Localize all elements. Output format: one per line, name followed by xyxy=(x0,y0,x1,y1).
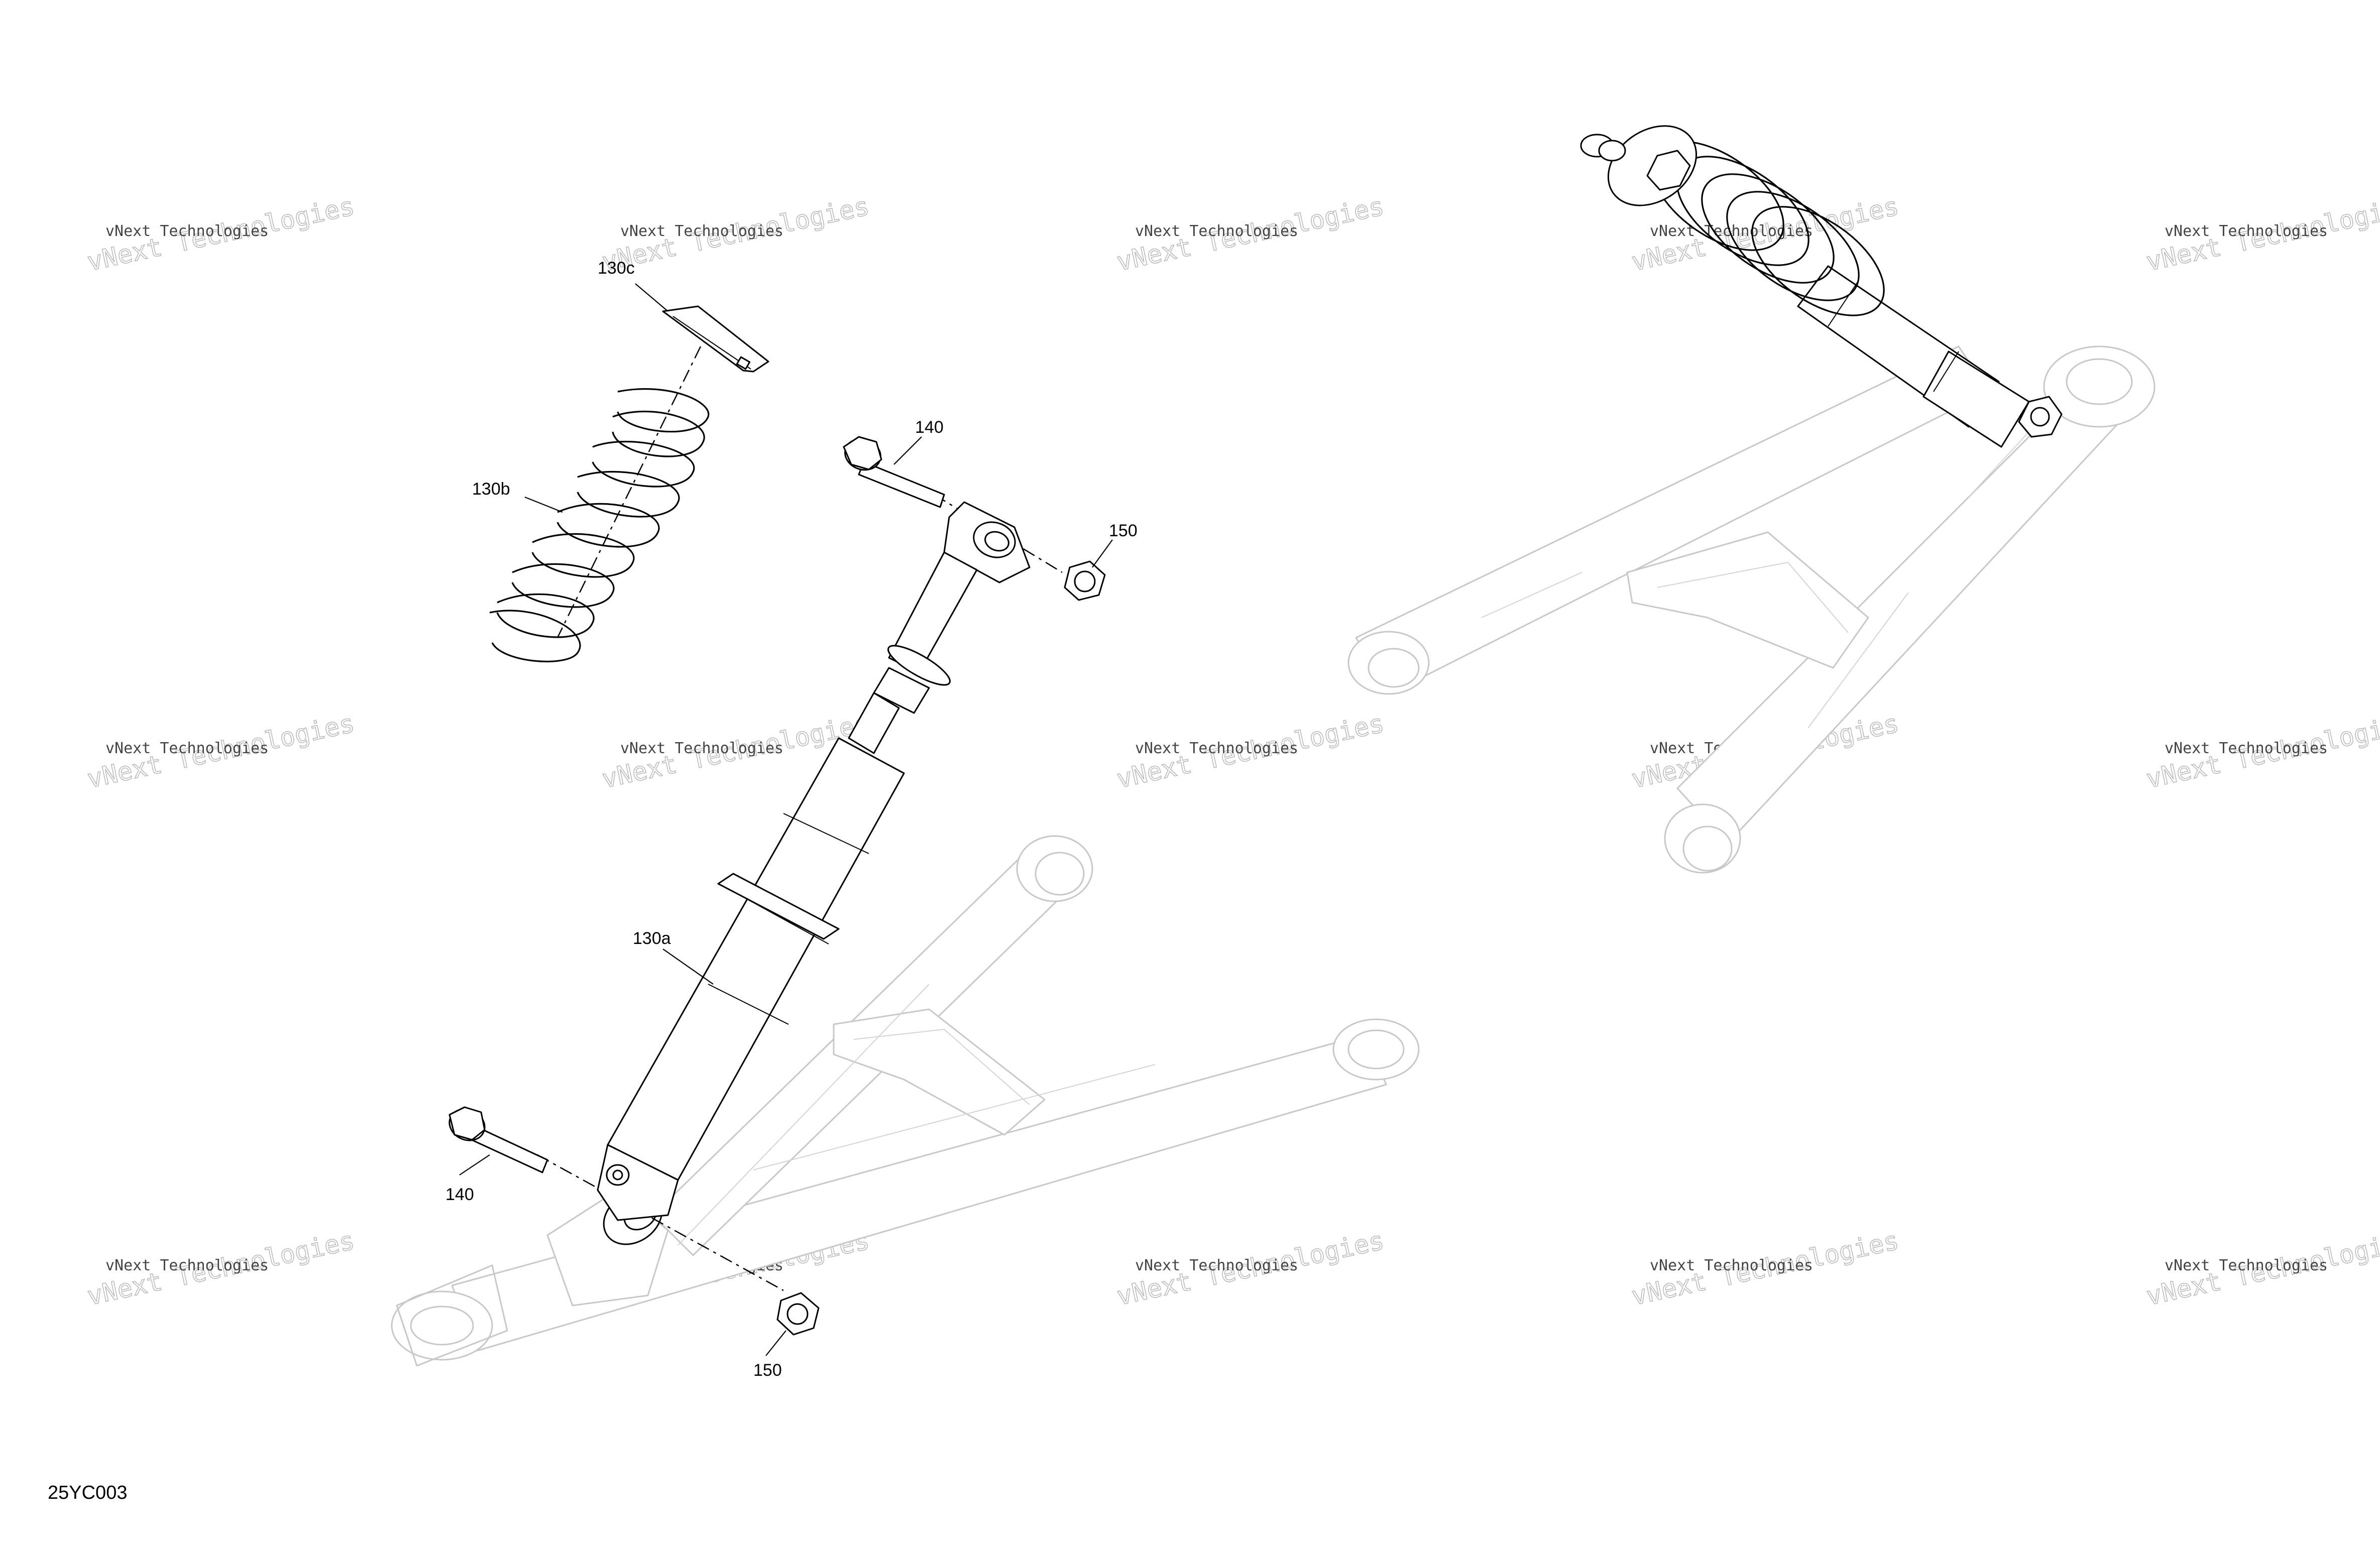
upper-nut xyxy=(1064,560,1106,601)
leader-130b xyxy=(524,496,563,513)
callout-150-upper: 150 xyxy=(1109,521,1138,540)
coil-spring xyxy=(489,388,710,663)
assembled-shock xyxy=(1580,125,2063,448)
leader-140-lower xyxy=(459,1154,490,1175)
spring-centerline xyxy=(556,346,702,638)
leader-130a xyxy=(662,948,714,985)
figure-id: 25YC003 xyxy=(48,1482,127,1503)
watermark-text: vNext Technologies xyxy=(620,740,783,757)
watermark-text: vNext Technologies xyxy=(105,1257,269,1274)
spring-retainer xyxy=(662,305,769,373)
exploded-a-arm xyxy=(391,835,1420,1367)
watermark-text: vNext Technologies xyxy=(105,222,269,240)
shock-absorber xyxy=(597,501,1031,1221)
callout-150-lower: 150 xyxy=(753,1361,782,1380)
lower-bolt xyxy=(448,1106,548,1173)
watermark-text: vNext Technologies xyxy=(1135,222,1298,240)
watermark-text: vNext Technologies xyxy=(2165,740,2328,757)
watermark-text: vNext Technologies xyxy=(2165,222,2328,240)
upper-bolt xyxy=(843,436,945,508)
callout-130a: 130a xyxy=(633,929,671,948)
assembled-a-arm xyxy=(1347,345,2156,874)
leader-130c xyxy=(635,283,668,312)
leader-150-upper xyxy=(1092,539,1113,568)
watermark-text: vNext Technologies xyxy=(105,740,269,757)
watermark-text: vNext Technologies xyxy=(620,222,783,240)
callout-130c: 130c xyxy=(598,259,635,278)
callout-130b: 130b xyxy=(472,480,510,499)
watermark-text: vNext Technologies xyxy=(1135,1257,1298,1274)
leader-140-upper xyxy=(893,436,922,465)
watermark-text: vNext Technologies xyxy=(1135,740,1298,757)
callout-140-lower: 140 xyxy=(445,1185,474,1204)
watermark-text: vNext Technologies xyxy=(2165,1257,2328,1274)
lower-bolt-centerline xyxy=(537,1154,784,1291)
upper-bolt-centerline xyxy=(934,494,1063,573)
lower-nut xyxy=(776,1292,820,1336)
leader-150-lower xyxy=(765,1330,786,1356)
watermark-text: vNext Technologies xyxy=(1650,1257,1813,1274)
callout-140-upper: 140 xyxy=(915,418,944,437)
